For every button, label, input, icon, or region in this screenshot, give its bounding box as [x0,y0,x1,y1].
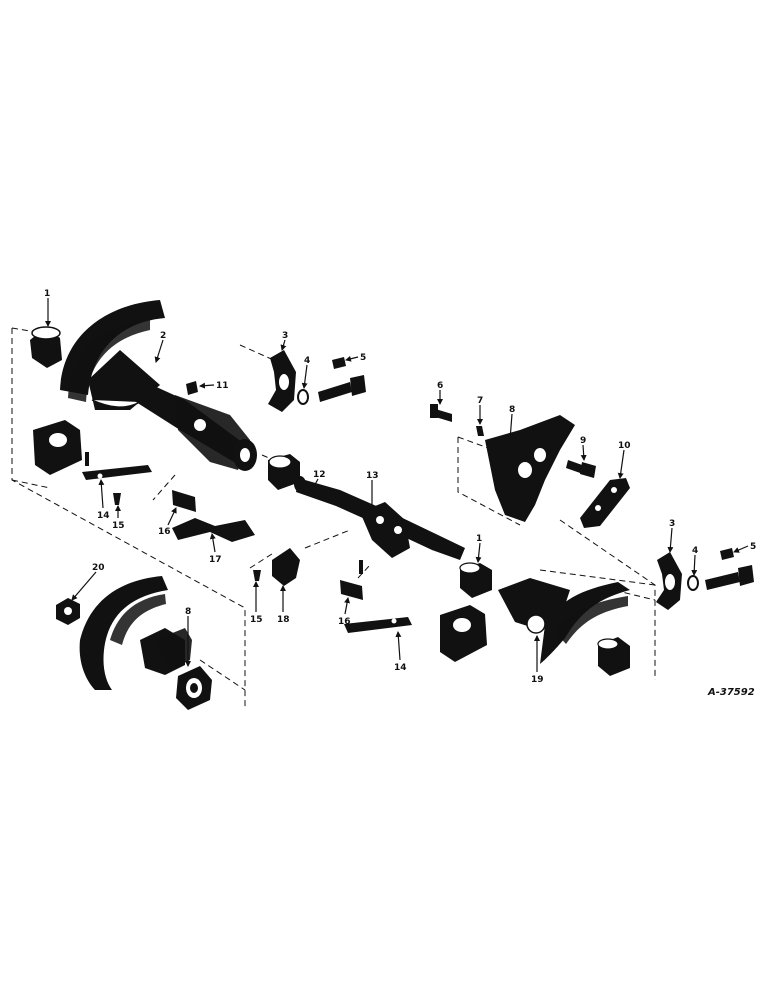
drawing-code: A-37592 [707,687,755,698]
bolt-6 [430,404,452,422]
screw-15-left [113,493,121,505]
callout-15-left: 15 [112,521,125,531]
coupling-13 [360,502,410,558]
pin-left [85,452,89,466]
spring-pin-17 [172,518,255,542]
nut-5-left [332,357,346,369]
bearing-1-right [459,562,492,598]
callout-20: 20 [92,563,105,573]
callout-1-left: 1 [44,289,50,299]
callout-4-right: 4 [692,546,698,556]
callout-13: 13 [366,471,379,481]
callout-1-right: 1 [476,534,482,544]
clamp-3-left [268,350,296,412]
bolt-9 [566,460,596,478]
callout-17: 17 [209,555,222,565]
strap-14-left [82,465,152,480]
bolt-left [318,375,366,402]
callout-16-center: 16 [338,617,351,627]
callout-3-left: 3 [282,331,288,341]
left-opener-disc-assembly [60,300,257,471]
washer-4-right [687,575,699,591]
hub-8-lower [176,666,212,710]
bearing-1-center [268,454,300,490]
callout-14-left: 14 [97,511,110,521]
callout-9: 9 [580,436,586,446]
bearing-cap-left [33,420,82,475]
bolt-right [705,565,754,590]
callout-4-left: 4 [304,356,310,366]
washer-4-left [297,389,309,405]
right-opener-disc-assembly [498,578,630,664]
callout-11: 11 [216,381,229,391]
screw-15-center [253,570,261,581]
callout-2: 2 [160,331,166,341]
lower-left-opener-disc [79,576,192,690]
key-18 [272,548,300,586]
callout-5-right: 5 [750,542,756,552]
callout-18: 18 [277,615,290,625]
callout-12: 12 [313,470,326,480]
stud-11 [186,381,198,395]
callout-6: 6 [437,381,443,391]
bearing-right-outer [597,637,630,676]
part-callouts: 1 1 2 3 3 4 4 5 5 6 7 8 8 8 9 10 11 12 1… [44,289,756,685]
callout-8-right: 8 [509,405,515,415]
callout-19: 19 [531,675,544,685]
callout-5-left: 5 [360,353,366,363]
bearing-1-left [30,326,62,368]
nut-5-right [720,548,734,560]
pin-7 [476,426,484,436]
callout-7: 7 [477,396,483,406]
callout-14-center: 14 [394,663,407,673]
callout-8-lower: 8 [185,607,191,617]
callout-15-center: 15 [250,615,263,625]
callout-10: 10 [618,441,631,451]
leader-lines [45,298,749,672]
coupling-16-left [172,490,196,512]
coupling-16-center [340,580,363,600]
strap-14-center [344,617,412,633]
clamp-3-right [656,552,682,610]
nut-20 [56,598,80,625]
gasket-10 [580,478,630,528]
callout-3-right: 3 [669,519,675,529]
callout-16-left: 16 [158,527,171,537]
pin-center [359,560,363,574]
bearing-cap-right [440,605,487,662]
scraper-8-right [485,415,575,522]
